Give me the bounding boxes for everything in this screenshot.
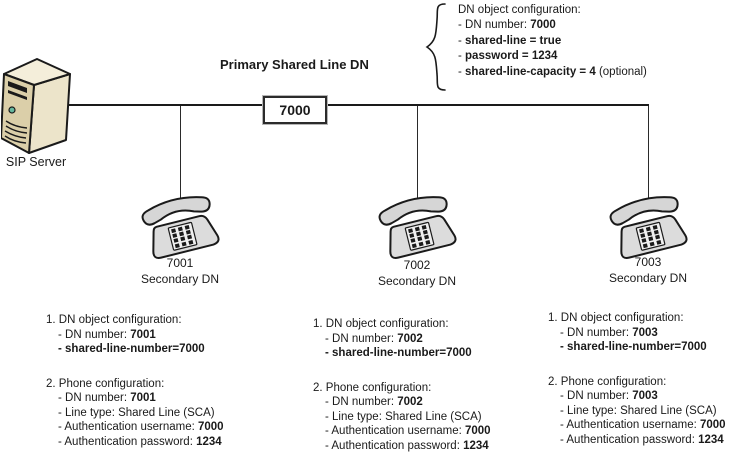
phone-config-block-7002: 1. DN object configuration: - DN number:… <box>313 317 491 452</box>
config-line: - Authentication username: 7000 <box>325 425 491 437</box>
phone-number-label-7002: 7002 <box>403 258 431 272</box>
phone-icon-7002 <box>378 194 458 262</box>
config-line: - Authentication username: 7000 <box>58 421 224 433</box>
shared-line-bus <box>66 104 649 106</box>
config-line: - shared-line-number=7000 <box>325 347 472 359</box>
phone-config-heading: 2. Phone configuration: <box>46 377 165 390</box>
config-line: - Authentication password: 1234 <box>560 433 724 446</box>
phone-config-heading: 2. Phone configuration: <box>548 375 667 388</box>
config-line: - DN number: 7002 <box>325 396 423 408</box>
drop-line-7001 <box>180 106 181 206</box>
callout-line: - shared-line = true <box>458 34 562 47</box>
config-line: - Line type: Shared Line (SCA) <box>325 410 482 423</box>
config-line: - DN number: 7001 <box>58 392 156 404</box>
phone-icon-7003 <box>609 194 689 262</box>
sip-server-label: SIP Server <box>5 155 67 169</box>
sip-server-icon <box>1 55 73 155</box>
config-line: - shared-line-number=7000 <box>58 343 205 355</box>
config-line: - Line type: Shared Line (SCA) <box>58 406 215 419</box>
config-line: - Authentication username: 7000 <box>560 419 726 431</box>
phone-number-label-7003: 7003 <box>634 255 662 269</box>
dn-config-heading: 1. DN object configuration: <box>548 312 684 324</box>
config-line: - shared-line-number=7000 <box>560 341 707 353</box>
primary-shared-line-title: Primary Shared Line DN <box>220 57 369 72</box>
shared-dn-number-box: 7000 <box>262 95 328 125</box>
callout-line: - DN number: 7000 <box>458 19 556 32</box>
phone-config-block-7003: 1. DN object configuration: - DN number:… <box>548 311 726 447</box>
drop-line-7003 <box>648 106 649 206</box>
phone-number-label-7001: 7001 <box>166 256 194 270</box>
phone-role-label-7001: Secondary DN <box>140 272 220 286</box>
callout-line: - shared-line-capacity = 4 (optional) <box>458 65 647 78</box>
phone-config-heading: 2. Phone configuration: <box>313 381 432 394</box>
phone-role-label-7003: Secondary DN <box>608 271 688 285</box>
phone-config-block-7001: 1. DN object configuration: - DN number:… <box>46 313 224 449</box>
config-line: - DN number: 7001 <box>58 328 156 341</box>
config-line: - DN number: 7003 <box>560 390 658 402</box>
curly-brace <box>423 1 449 93</box>
phone-icon-7001 <box>141 194 221 262</box>
phone-role-label-7002: Secondary DN <box>377 274 457 288</box>
drop-line-7002 <box>417 106 418 206</box>
config-line: - Line type: Shared Line (SCA) <box>560 404 717 417</box>
callout-heading: DN object configuration: <box>458 4 581 16</box>
config-line: - DN number: 7003 <box>560 326 658 339</box>
config-line: - Authentication password: 1234 <box>58 435 222 448</box>
dn-object-callout: DN object configuration: - DN number: 70… <box>458 3 647 80</box>
callout-line: - password = 1234 <box>458 50 558 63</box>
dn-config-heading: 1. DN object configuration: <box>46 314 182 326</box>
config-line: - Authentication password: 1234 <box>325 439 489 452</box>
dn-config-heading: 1. DN object configuration: <box>313 318 449 330</box>
config-line: - DN number: 7002 <box>325 332 423 345</box>
